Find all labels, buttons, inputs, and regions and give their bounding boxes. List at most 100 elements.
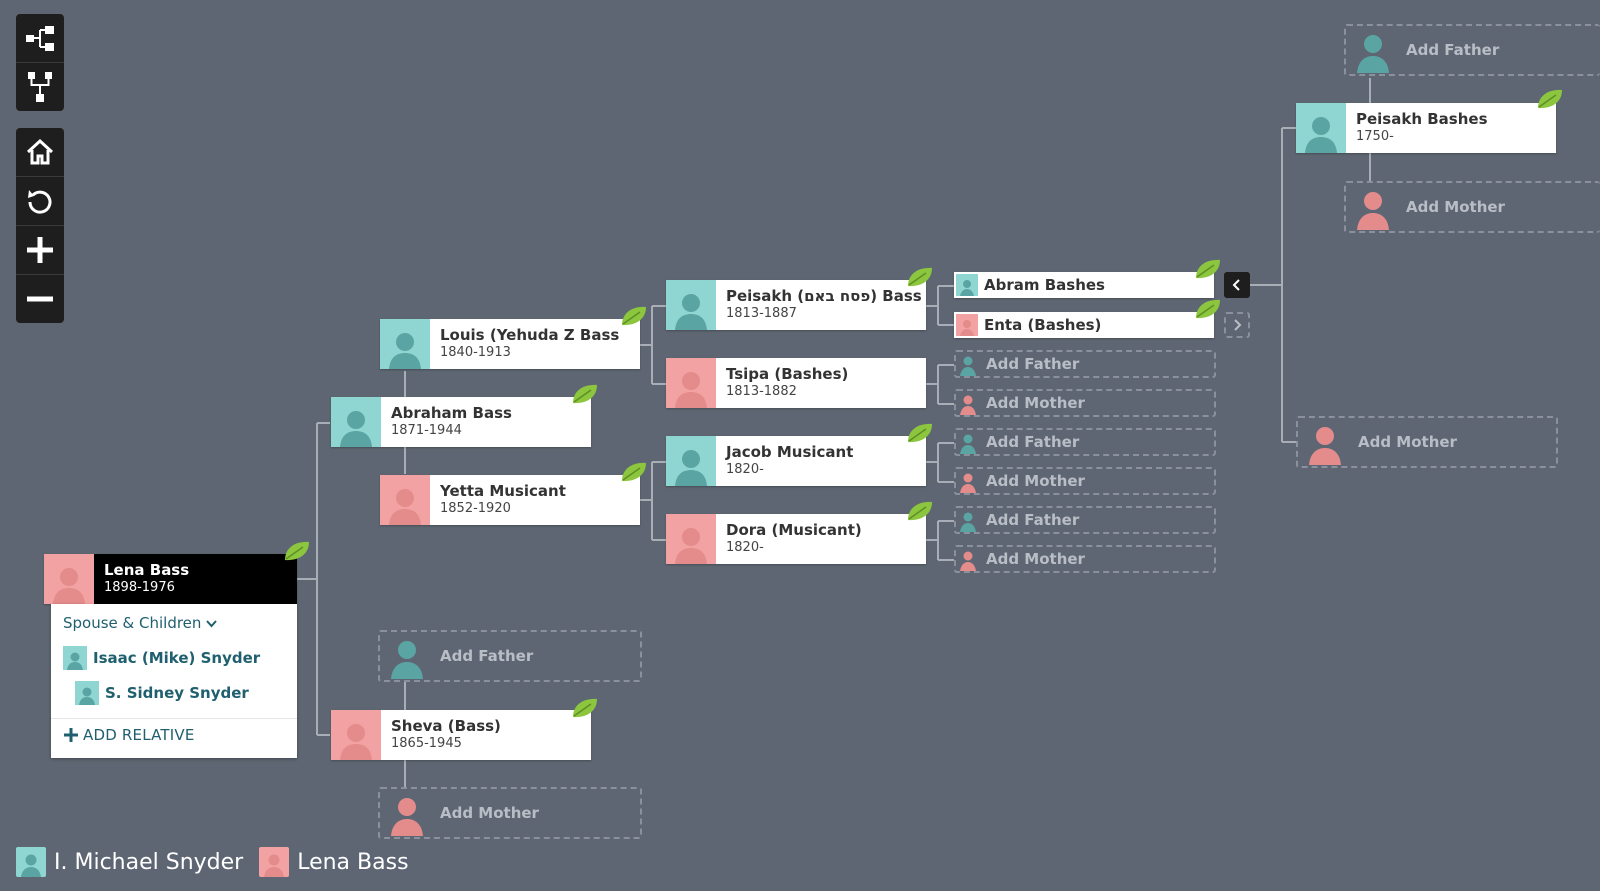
add-father-placeholder[interactable]: Add Father — [1344, 24, 1600, 76]
person-years: 1813-1887 — [726, 306, 797, 321]
person-years: 1820- — [726, 540, 764, 555]
person-years: 1852-1920 — [440, 501, 511, 516]
person-card-tsipa-bashes[interactable]: Tsipa (Bashes)1813-1882 — [666, 358, 926, 408]
add-relative-label: ADD RELATIVE — [83, 726, 195, 744]
leaf-hint-icon[interactable] — [620, 305, 648, 327]
male-avatar-icon — [331, 397, 381, 447]
male-silhouette-icon — [1350, 27, 1396, 73]
zoom-in-icon — [27, 237, 53, 263]
add-mother-placeholder[interactable]: Add Mother — [954, 545, 1216, 573]
male-silhouette-icon — [958, 430, 978, 454]
add-mother-placeholder[interactable]: Add Mother — [954, 389, 1216, 417]
spouse-children-toggle[interactable]: Spouse & Children — [63, 614, 217, 632]
person-name: Sheva (Bass) — [391, 718, 501, 735]
add-mother-label: Add Mother — [1406, 198, 1505, 216]
expand-ancestors-button[interactable] — [1224, 312, 1250, 338]
person-card-lena-bass[interactable]: Lena Bass 1898-1976 — [44, 554, 297, 604]
female-avatar-icon — [956, 314, 978, 336]
person-name: Peisakh (פסח באם) Bass — [726, 288, 922, 305]
person-years: 1750- — [1356, 129, 1394, 144]
female-silhouette-icon — [958, 391, 978, 415]
person-years: 1840-1913 — [440, 345, 511, 360]
leaf-hint-icon[interactable] — [906, 422, 934, 444]
female-avatar-icon — [331, 710, 381, 760]
male-avatar-icon — [16, 847, 46, 877]
person-card-abram-bashes[interactable]: Abram Bashes — [954, 272, 1214, 298]
descendant-view-button[interactable] — [16, 63, 64, 111]
add-mother-placeholder[interactable]: Add Mother — [954, 467, 1216, 495]
leaf-hint-icon[interactable] — [620, 461, 648, 483]
leaf-hint-icon[interactable] — [283, 540, 311, 562]
add-father-placeholder[interactable]: Add Father — [378, 630, 642, 682]
add-father-placeholder[interactable]: Add Father — [954, 428, 1216, 456]
female-avatar-icon — [666, 514, 716, 564]
child-name: S. Sidney Snyder — [105, 684, 249, 702]
add-mother-label: Add Mother — [986, 550, 1085, 568]
person-name: Peisakh Bashes — [1356, 111, 1488, 128]
add-father-placeholder[interactable]: Add Father — [954, 506, 1216, 534]
home-button[interactable] — [16, 128, 64, 177]
refresh-icon — [28, 190, 52, 214]
leaf-hint-icon[interactable] — [1194, 298, 1222, 320]
view-toolbar — [16, 14, 64, 111]
add-father-label: Add Father — [986, 355, 1080, 373]
person-years: 1865-1945 — [391, 736, 462, 751]
female-silhouette-icon — [1350, 184, 1396, 230]
person-years: 1813-1882 — [726, 384, 797, 399]
person-name: Dora (Musicant) — [726, 522, 862, 539]
leaf-hint-icon[interactable] — [906, 500, 934, 522]
add-father-label: Add Father — [986, 511, 1080, 529]
add-mother-label: Add Mother — [986, 472, 1085, 490]
person-card-enta-bashes[interactable]: Enta (Bashes) — [954, 312, 1214, 338]
plus-icon — [64, 728, 78, 742]
zoom-in-button[interactable] — [16, 226, 64, 275]
pedigree-view-icon — [26, 26, 54, 51]
leaf-hint-icon[interactable] — [571, 383, 599, 405]
chevron-down-icon — [206, 620, 217, 628]
zoom-out-icon — [27, 296, 53, 302]
navigation-toolbar — [16, 128, 64, 323]
male-avatar-icon — [956, 274, 978, 296]
female-avatar-icon — [380, 475, 430, 525]
spouse-name: Isaac (Mike) Snyder — [93, 649, 261, 667]
add-mother-placeholder[interactable]: Add Mother — [1296, 416, 1558, 468]
chevron-left-icon — [1232, 279, 1240, 291]
leaf-hint-icon[interactable] — [1536, 88, 1564, 110]
add-father-label: Add Father — [986, 433, 1080, 451]
person-card-sheva-bass[interactable]: Sheva (Bass)1865-1945 — [331, 710, 591, 760]
male-avatar-icon — [1296, 103, 1346, 153]
leaf-hint-icon[interactable] — [1194, 258, 1222, 280]
descendant-view-icon — [28, 72, 52, 102]
leaf-hint-icon[interactable] — [571, 697, 599, 719]
male-silhouette-icon — [958, 352, 978, 376]
add-mother-placeholder[interactable]: Add Mother — [1344, 181, 1600, 233]
person-name: Louis (Yehuda Z Bass — [440, 327, 620, 344]
male-avatar-icon — [666, 436, 716, 486]
leaf-hint-icon[interactable] — [906, 266, 934, 288]
chevron-right-icon — [1234, 319, 1242, 331]
legend: I. Michael Snyder Lena Bass — [16, 847, 425, 877]
person-name: Jacob Musicant — [726, 444, 854, 461]
spouse-link[interactable]: Isaac (Mike) Snyder — [63, 646, 260, 670]
person-years: 1898-1976 — [104, 580, 175, 595]
refresh-button[interactable] — [16, 177, 64, 226]
pedigree-view-button[interactable] — [16, 14, 64, 63]
legend-item: I. Michael Snyder — [16, 847, 243, 877]
person-card-dora-musicant[interactable]: Dora (Musicant)1820- — [666, 514, 926, 564]
person-years: 1820- — [726, 462, 764, 477]
child-link[interactable]: S. Sidney Snyder — [75, 681, 249, 705]
female-avatar-icon — [259, 847, 290, 877]
legend-label: I. Michael Snyder — [54, 849, 244, 875]
add-relative-button[interactable]: ADD RELATIVE — [63, 726, 195, 744]
add-father-placeholder[interactable]: Add Father — [954, 350, 1216, 378]
male-silhouette-icon — [384, 633, 430, 679]
zoom-out-button[interactable] — [16, 275, 64, 323]
collapse-ancestors-button[interactable] — [1224, 272, 1250, 298]
add-mother-placeholder[interactable]: Add Mother — [378, 787, 642, 839]
